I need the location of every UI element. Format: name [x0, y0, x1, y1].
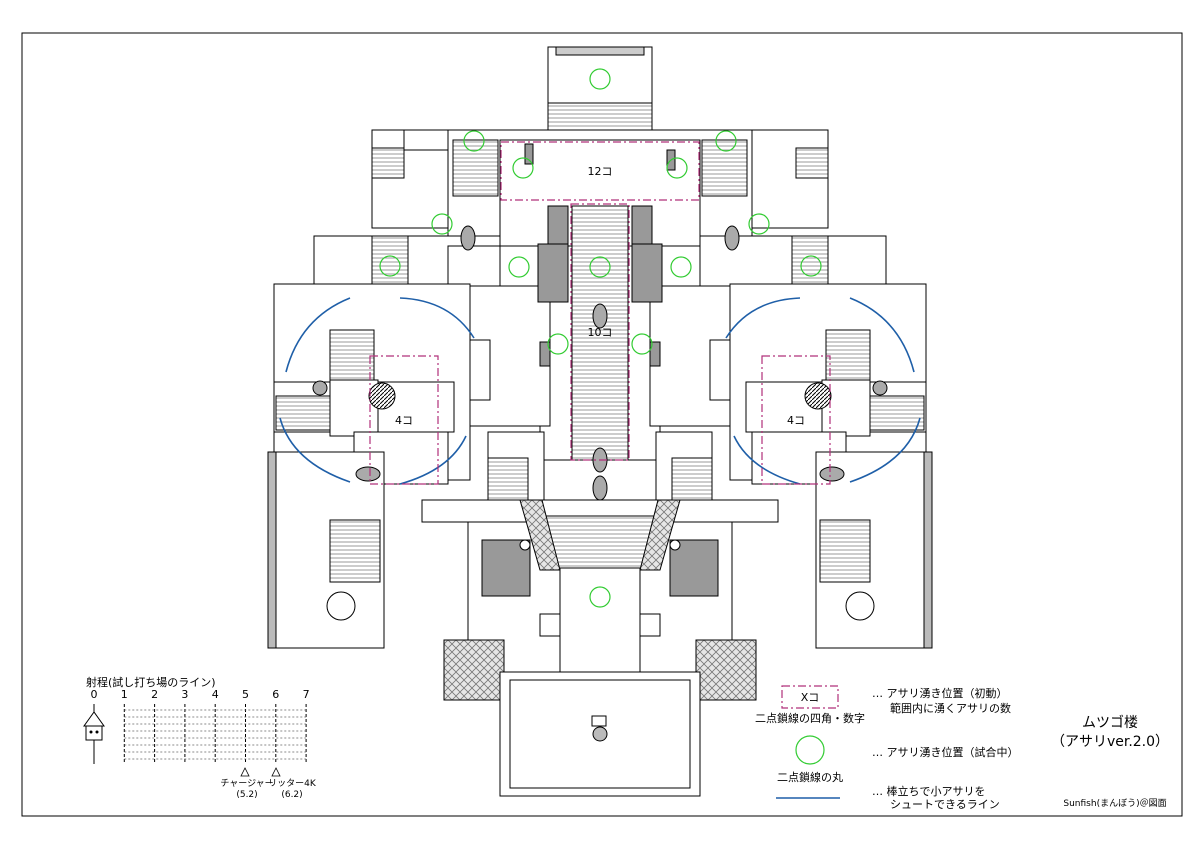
- range-tick-label: 5: [242, 688, 249, 701]
- legend-box-sample-text: Xコ: [801, 691, 820, 704]
- map-title: ムツゴ楼: [1082, 714, 1138, 731]
- zone-count-top: 12コ: [588, 165, 613, 178]
- legend-line-desc-2: シュートできるライン: [890, 798, 1000, 811]
- weapon-name-charger: チャージャー: [220, 778, 273, 789]
- spawn-zones: [369, 141, 831, 485]
- range-tick-label: 0: [91, 688, 98, 701]
- range-scale: 射程(試し打ち場のライン) 0 1 2 3 4 5 6 7 チャージャー (5.2) リッター…: [83, 675, 317, 800]
- map-subtitle: （アサリver.2.0）: [1051, 734, 1169, 750]
- legend-box-label: 二点鎖線の四角・数字: [755, 711, 865, 725]
- legend-box-desc-2: 範囲内に湧くアサリの数: [890, 701, 1011, 715]
- legend-box-desc-1: … アサリ湧き位置（初動）: [872, 686, 1008, 700]
- spawn-zone-top: [500, 141, 700, 201]
- weapon-value-charger: (5.2): [236, 790, 257, 800]
- player-icon: [83, 711, 105, 741]
- spawn-zone-left: [369, 355, 439, 485]
- range-tick-label: 3: [181, 688, 188, 701]
- floor-plan: [267, 46, 933, 797]
- legend-circle-desc: … アサリ湧き位置（試合中）: [872, 745, 1019, 759]
- range-tick-label: 6: [272, 688, 279, 701]
- legend-circle-label: 二点鎖線の丸: [777, 770, 843, 784]
- spawn-zone-center: [570, 203, 630, 461]
- range-tick-label: 2: [151, 688, 158, 701]
- legend-circle-sample: [795, 735, 825, 765]
- legend-box-sample: [781, 685, 839, 709]
- map-credit: Sunfish(まんぼう)＠図面: [1063, 798, 1166, 809]
- weapon-value-liter: (6.2): [281, 790, 302, 800]
- spawn-zone-right: [761, 355, 831, 485]
- charger-marker-icon: [240, 767, 250, 777]
- weapon-name-liter: リッター4K: [268, 778, 317, 789]
- zone-count-center: 10コ: [588, 326, 613, 339]
- pillars: [312, 143, 888, 501]
- legend: Xコ 二点鎖線の四角・数字 … アサリ湧き位置（初動） 範囲内に湧くアサリの数 …: [755, 685, 1019, 811]
- range-scale-ticks: 0 1 2 3 4 5 6 7: [91, 688, 310, 701]
- legend-line-desc-1: … 棒立ちで小アサリを: [872, 784, 986, 798]
- zone-count-right: 4コ: [787, 414, 805, 427]
- shoot-lines: [279, 297, 921, 485]
- range-tick-label: 4: [212, 688, 219, 701]
- tower-markers: [326, 382, 875, 621]
- spawn-circles: [379, 68, 822, 608]
- range-tick-label: 7: [303, 688, 310, 701]
- range-scale-title: 射程(試し打ち場のライン): [86, 675, 216, 689]
- range-tick-label: 1: [121, 688, 128, 701]
- liter-marker-icon: [271, 767, 281, 777]
- zone-count-left: 4コ: [395, 414, 413, 427]
